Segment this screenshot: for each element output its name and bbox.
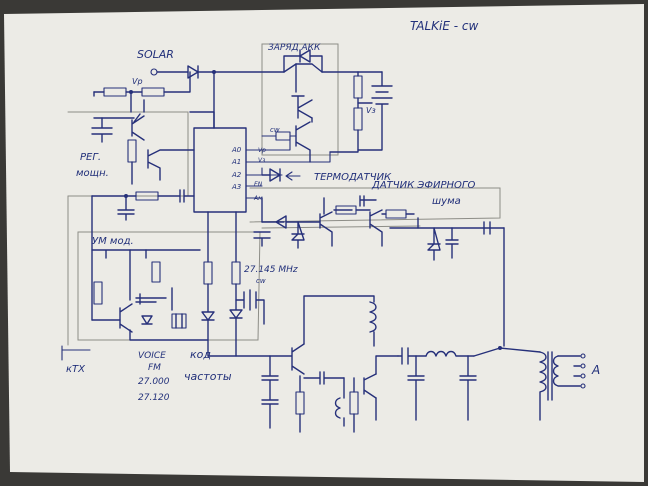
antenna-coupler: A bbox=[539, 351, 600, 421]
code-label-2: частоты bbox=[184, 370, 232, 383]
audio-input-path bbox=[91, 189, 195, 321]
pin-a3: A3 bbox=[231, 183, 241, 191]
noise-label-2: шума bbox=[432, 196, 461, 207]
vz-label: Vз bbox=[366, 106, 376, 115]
vp-label: Vр bbox=[132, 77, 143, 86]
noise-label-1: ДАТЧИК ЭФИРНОГО bbox=[371, 180, 475, 191]
noise-sensor: ДАТЧИК ЭФИРНОГО шума bbox=[253, 180, 505, 261]
paper-sheet bbox=[4, 4, 644, 482]
vp-divider: Vр bbox=[93, 71, 191, 113]
freq-cw-label: cw bbox=[256, 277, 266, 285]
voice-label: VOICE bbox=[138, 351, 166, 361]
charge-circuit: ЗАРЯД АКК Vз bbox=[268, 43, 393, 153]
power-regulator: РЕГ. мощн. bbox=[76, 99, 195, 185]
voice-labels: VOICE FM 27.000 27.120 код частоты кТХ bbox=[61, 345, 232, 403]
pin-a1: A1 bbox=[231, 158, 241, 166]
modulator-label: УМ мод. bbox=[92, 236, 134, 247]
modulator: УМ мод. bbox=[91, 211, 243, 357]
cw-key: cw bbox=[261, 121, 311, 163]
charge-label: ЗАРЯД АКК bbox=[268, 43, 321, 53]
pin-en: EN bbox=[254, 181, 263, 188]
code-label-1: код bbox=[190, 348, 211, 361]
solar-label: SOLAR bbox=[137, 48, 174, 61]
freq2-label: 27.120 bbox=[138, 393, 170, 403]
mcu-supply bbox=[189, 111, 215, 129]
thermo-sensor: ТЕРМОДАТЧИК bbox=[261, 168, 392, 183]
freq1-label: 27.000 bbox=[138, 377, 170, 387]
crystal-oscillator: 27.145 MHz cw bbox=[235, 265, 298, 325]
fm-label: FM bbox=[148, 363, 161, 373]
microcontroller: A0 A1 A2 A3 Vр Vз EN Aм bbox=[193, 127, 331, 213]
pin-a2: A2 bbox=[231, 171, 242, 179]
thermo-label: ТЕРМОДАТЧИК bbox=[314, 172, 392, 183]
pin-vz: Vз bbox=[258, 157, 265, 164]
rf-stage bbox=[207, 227, 541, 433]
antenna-label: A bbox=[591, 363, 600, 377]
ktx-label: кТХ bbox=[66, 364, 86, 375]
power-reg-label-2: мощн. bbox=[76, 168, 109, 179]
cw-label: cw bbox=[270, 126, 280, 134]
title: TALKiE - cw bbox=[410, 19, 478, 33]
solar-input: SOLAR bbox=[137, 48, 285, 129]
freq-label: 27.145 MHz bbox=[244, 265, 298, 275]
power-reg-label-1: РЕГ. bbox=[80, 152, 101, 163]
pencil-outlines bbox=[67, 43, 501, 346]
pin-a0: A0 bbox=[231, 146, 242, 154]
